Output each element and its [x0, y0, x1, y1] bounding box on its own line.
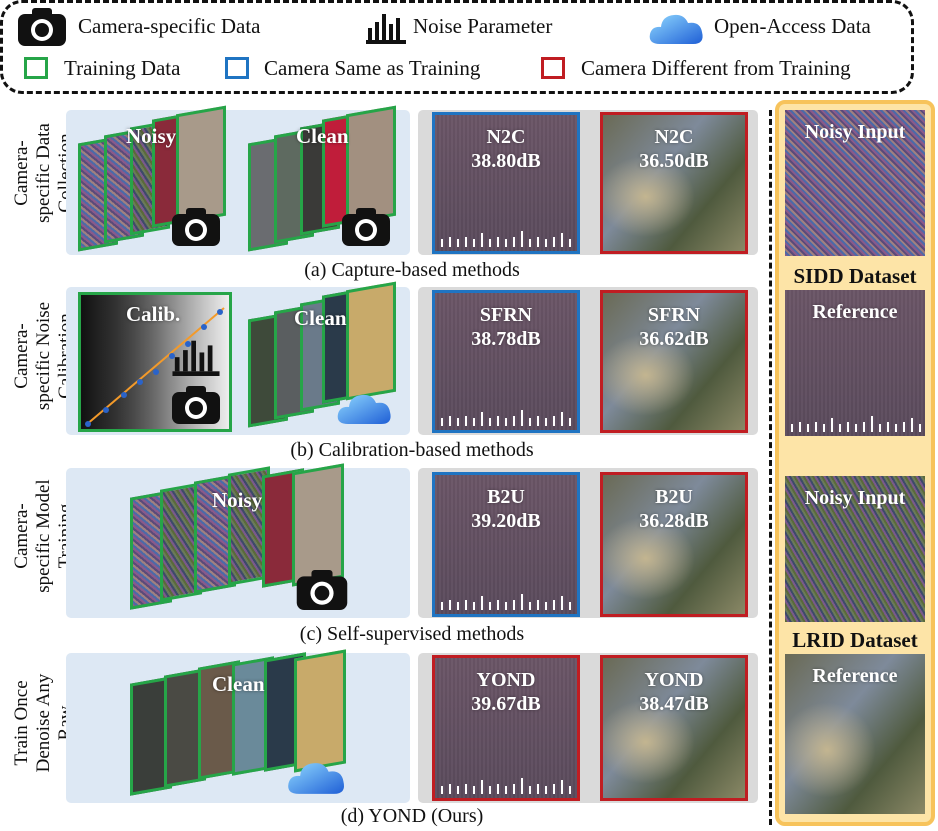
psnr-value: 36.50dB — [639, 150, 709, 172]
column-divider — [769, 110, 772, 825]
psnr-value: 38.47dB — [639, 693, 709, 715]
legend-same-swatch — [225, 57, 249, 79]
noise-parameter-icon — [366, 14, 406, 44]
frame-label-clean: Clean — [296, 124, 349, 148]
frame-label-noisy: Noisy — [212, 488, 263, 512]
method-name: SFRN — [479, 304, 533, 326]
reference-column: Noisy Input SIDD Dataset Reference Noisy… — [775, 100, 935, 826]
noise-parameter-icon — [172, 340, 220, 376]
method-name: SFRN — [647, 304, 701, 326]
legend-training-swatch — [24, 57, 48, 79]
psnr-value: 39.67dB — [471, 693, 541, 715]
legend-training-data: Training Data — [64, 56, 181, 80]
sidd-noisy-panel: Noisy Input — [785, 110, 925, 256]
camera-icon — [342, 208, 390, 246]
legend-same-camera: Camera Same as Training — [264, 56, 481, 80]
ruler — [441, 410, 571, 426]
legend-diff-swatch — [541, 57, 565, 79]
row-b-caption: (b) Calibration-based methods — [290, 439, 534, 461]
sidd-dataset-title: SIDD Dataset — [793, 264, 917, 288]
frame-label-clean: Clean — [212, 672, 265, 696]
frame — [176, 105, 226, 225]
legend-open-access: Open-Access Data — [714, 14, 871, 38]
cloud-icon — [649, 14, 703, 44]
lrid-noisy-panel: Noisy Input — [785, 476, 925, 622]
frame — [294, 649, 346, 773]
frame-label-clean: Clean — [294, 306, 347, 330]
legend-camera-data: Camera-specific Data — [78, 14, 261, 38]
method-name: YOND — [644, 669, 704, 691]
ruler — [441, 594, 571, 610]
frame — [346, 105, 396, 225]
frame-label-noisy: Noisy — [126, 124, 177, 148]
lrid-reference-panel: Reference — [785, 654, 925, 814]
method-name: YOND — [476, 669, 536, 691]
lrid-reference-label: Reference — [812, 665, 898, 687]
sidd-noisy-label: Noisy Input — [804, 121, 906, 143]
psnr-value: 39.20dB — [471, 510, 541, 532]
legend-noise-parameter: Noise Parameter — [413, 14, 553, 38]
method-name: N2C — [654, 126, 694, 148]
method-name: B2U — [487, 486, 525, 508]
psnr-value: 36.28dB — [639, 510, 709, 532]
camera-icon — [296, 570, 348, 610]
calibration-plot — [85, 307, 225, 427]
psnr-value: 38.78dB — [471, 328, 541, 350]
row-c-caption: (c) Self-supervised methods — [299, 623, 525, 645]
legend-box: Camera-specific Data Noise Parameter Ope… — [0, 0, 914, 94]
row-a-caption: (a) Capture-based methods — [304, 259, 520, 281]
camera-icon — [172, 208, 220, 246]
cloud-icon — [288, 763, 345, 794]
lrid-noisy-label: Noisy Input — [804, 487, 906, 509]
sidd-reference-panel: Reference — [785, 290, 925, 436]
method-name: B2U — [655, 486, 693, 508]
frame — [346, 281, 396, 401]
ruler — [441, 778, 571, 794]
ruler — [791, 416, 921, 432]
camera-icon — [18, 8, 66, 46]
camera-icon — [172, 386, 220, 424]
frame-label-calib: Calib. — [126, 302, 181, 326]
method-name: N2C — [486, 126, 526, 148]
psnr-value: 38.80dB — [471, 150, 541, 172]
sidd-reference-label: Reference — [812, 301, 898, 323]
cloud-icon — [337, 394, 391, 424]
ruler — [441, 231, 571, 247]
row-d-caption: (d) YOND (Ours) — [340, 805, 484, 827]
legend-diff-camera: Camera Different from Training — [581, 56, 851, 80]
psnr-value: 36.62dB — [639, 328, 709, 350]
frame — [292, 463, 344, 587]
lrid-dataset-title: LRID Dataset — [792, 628, 918, 652]
